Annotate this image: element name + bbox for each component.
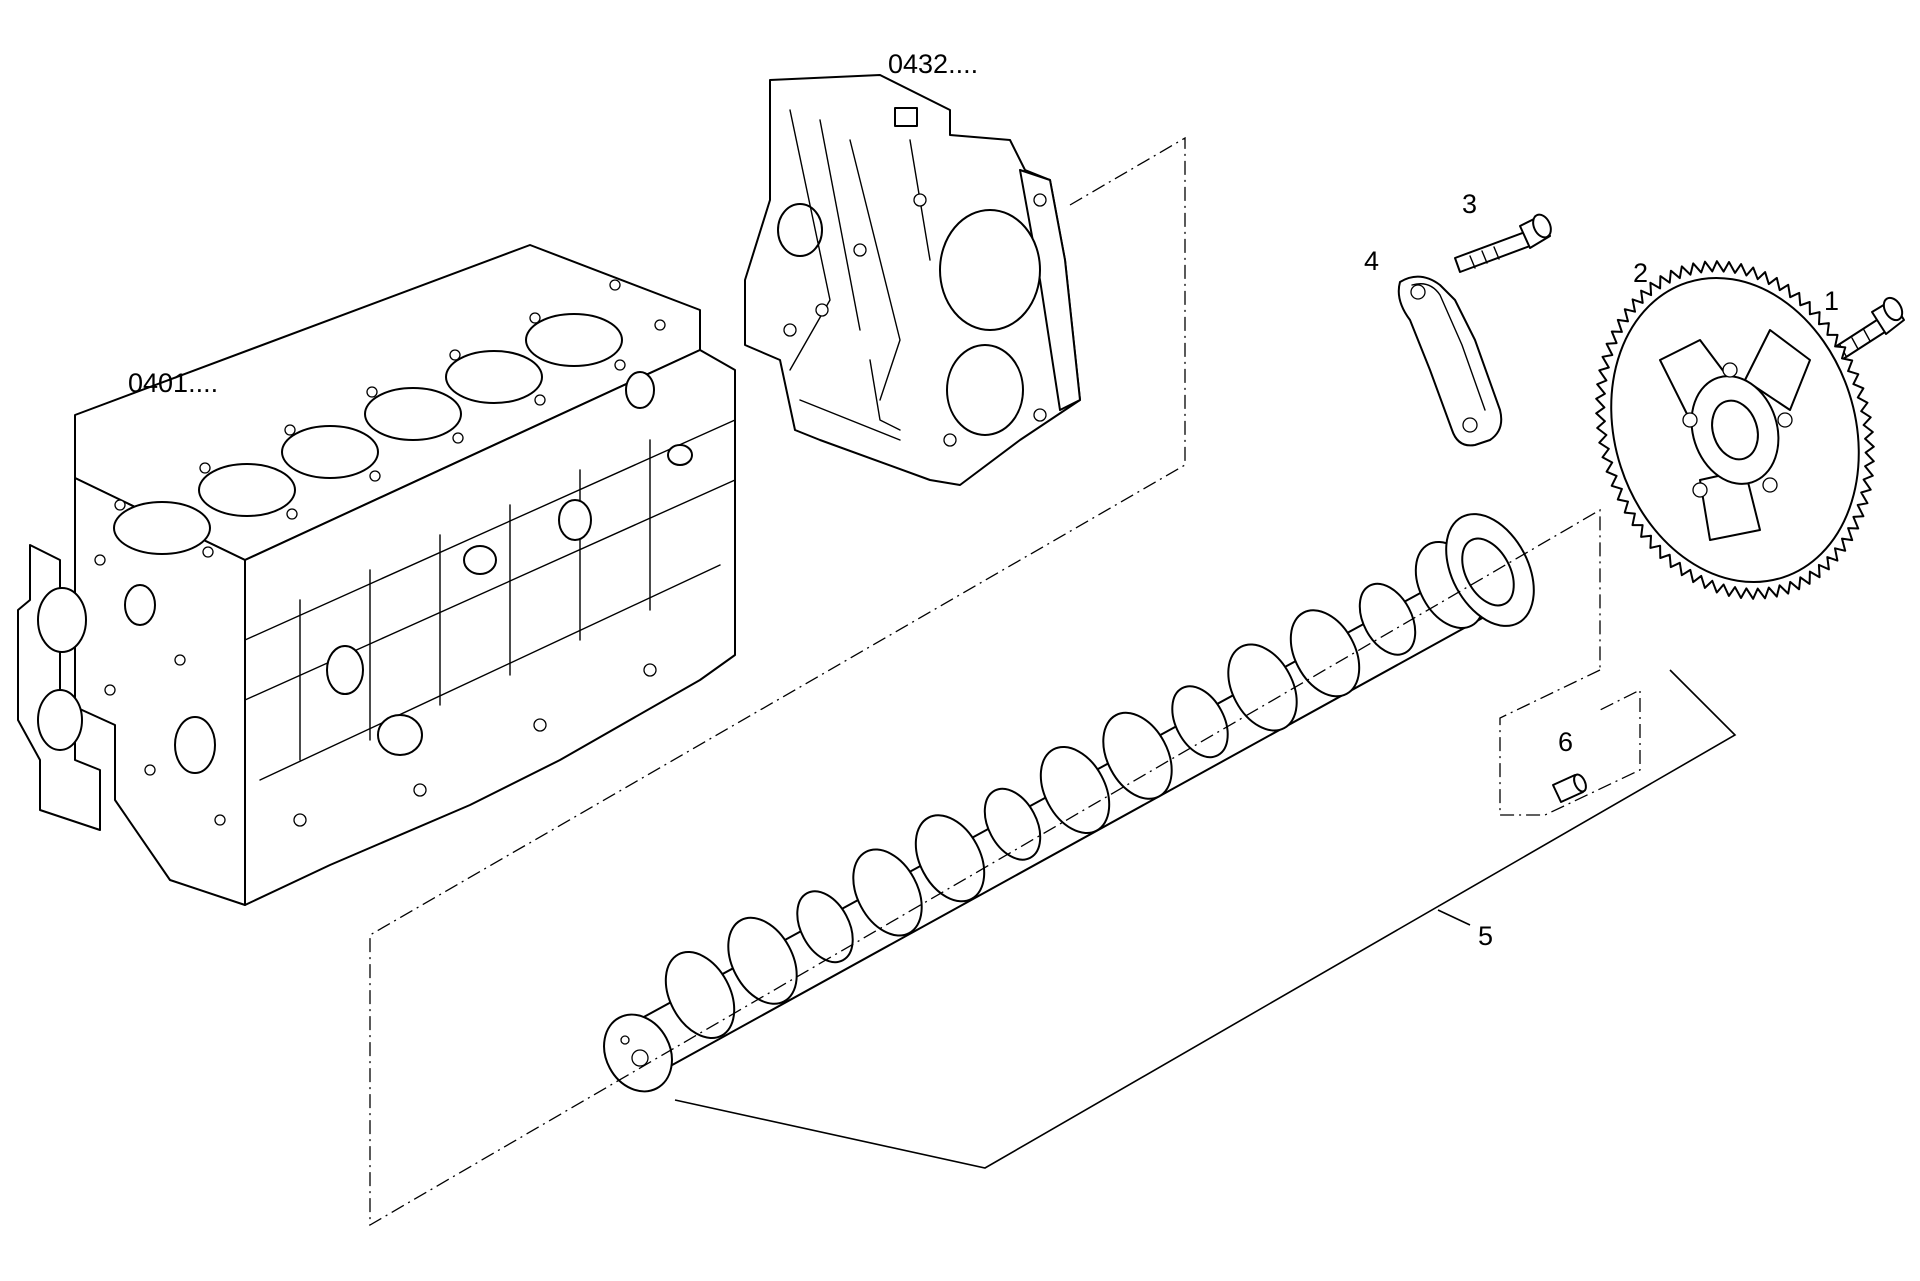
label-item-4: 4 <box>1364 246 1379 276</box>
bolt-item-3 <box>1454 213 1552 273</box>
thrust-plate-item-4 <box>1397 275 1503 447</box>
label-item-1: 1 <box>1824 286 1839 316</box>
label-item-6: 6 <box>1558 727 1573 757</box>
labels: 0401.... 0432.... 1 2 3 4 5 6 <box>128 49 1839 951</box>
camshaft-item-5 <box>603 513 1535 1093</box>
label-item-2: 2 <box>1633 258 1648 288</box>
label-cover-ref: 0432.... <box>888 49 978 79</box>
cam-lobe <box>852 848 923 937</box>
camshaft-gear-item-2 <box>1595 260 1875 600</box>
cam-lobe <box>1102 711 1173 800</box>
timing-cover <box>744 74 1081 486</box>
cam-lobe <box>914 814 986 903</box>
cam-lobe <box>1227 643 1298 732</box>
engine-block <box>17 244 736 906</box>
camshaft-journal <box>1171 685 1229 759</box>
cam-lobe <box>1039 746 1111 834</box>
cam-lobe <box>727 916 798 1005</box>
cam-lobe <box>1289 609 1361 698</box>
camshaft-journal <box>983 787 1042 861</box>
cam-lobe <box>664 951 736 1039</box>
camshaft-journal <box>796 890 854 964</box>
assembly-reference-frames <box>369 136 1641 1227</box>
cylinder-bores <box>113 313 623 555</box>
dowel-pin-item-6 <box>1552 773 1587 803</box>
label-item-3: 3 <box>1462 189 1477 219</box>
camshaft-journal <box>1358 582 1417 656</box>
label-item-5: 5 <box>1478 921 1493 951</box>
label-block-ref: 0401.... <box>128 368 218 398</box>
head-bolt-holes <box>114 279 666 558</box>
leader-lines <box>674 669 1737 1169</box>
